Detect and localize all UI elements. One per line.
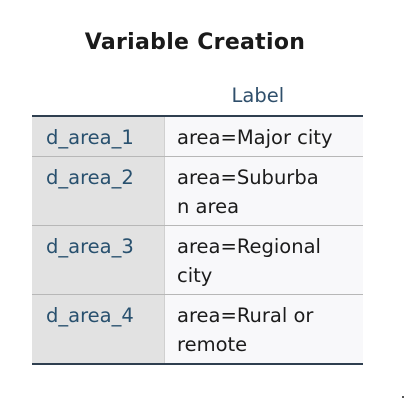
row-label-line: city [177,264,213,287]
table-row: d_area_2 area=Suburba n area [32,156,363,226]
row-label-line: area=Suburba [177,166,319,189]
row-label-line: n area [177,195,240,218]
row-label-cell: area=Rural or remote [164,294,363,365]
row-label-cell: area=Regional city [164,225,363,295]
row-label-line: area=Major city [177,126,333,149]
row-label-cell: area=Suburba n area [164,156,363,226]
table-row: d_area_3 area=Regional city [32,225,363,295]
table-row: d_area_4 area=Rural or remote [32,294,363,365]
row-label-line: area=Rural or [177,304,314,327]
row-label-line: remote [177,333,248,356]
row-variable-name: d_area_3 [32,225,165,295]
corner-header-cell [32,75,165,117]
row-variable-name: d_area_4 [32,294,165,365]
row-label-cell: area=Major city [164,116,363,157]
variable-creation-table: Label d_area_1 area=Major city d_area_2 … [32,75,363,365]
row-variable-name: d_area_1 [32,116,165,157]
header-row: Label [32,75,363,117]
table-title: Variable Creation [84,30,306,55]
table-row: d_area_1 area=Major city [32,116,363,157]
row-variable-name: d_area_2 [32,156,165,226]
label-column-header: Label [164,75,363,117]
corner-mark [402,396,404,398]
row-label-line: area=Regional [177,235,321,258]
